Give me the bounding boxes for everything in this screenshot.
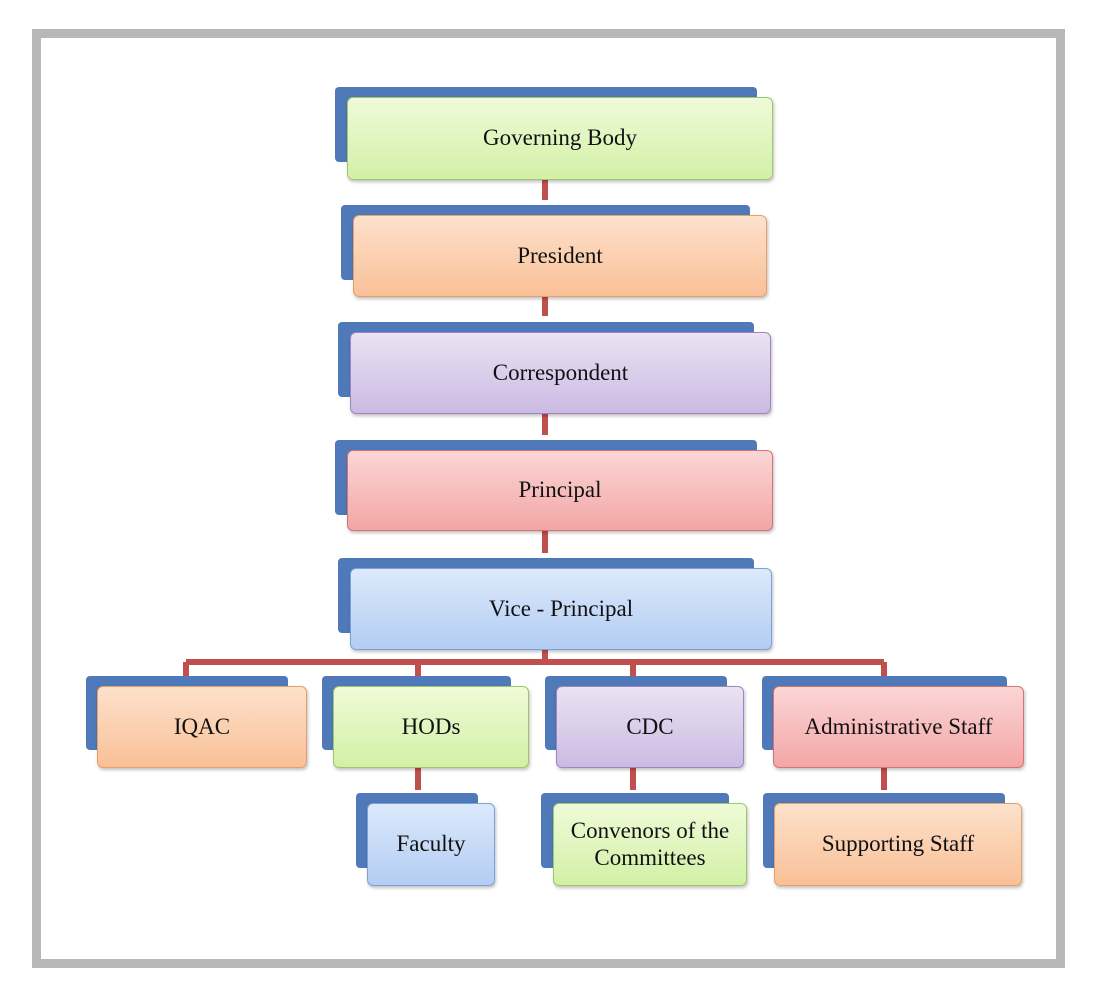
faculty-box: Faculty <box>367 803 495 886</box>
principal-box: Principal <box>347 450 773 531</box>
iqac-label: IQAC <box>173 713 231 739</box>
supporting-staff-label: Supporting Staff <box>821 831 975 857</box>
administrative-staff-label: Administrative Staff <box>804 713 993 739</box>
governing-body-label: Governing Body <box>483 125 637 151</box>
president-label: President <box>517 242 603 268</box>
hods-label: HODs <box>401 713 461 739</box>
convenors-label: Convenors of the Committees <box>570 818 730 870</box>
iqac-box: IQAC <box>97 686 307 768</box>
vice-principal-box: Vice - Principal <box>350 568 772 650</box>
faculty-label: Faculty <box>396 831 466 857</box>
president-box: President <box>353 215 767 297</box>
cdc-label: CDC <box>626 713 674 739</box>
vice-principal-label: Vice - Principal <box>488 595 634 621</box>
correspondent-box: Correspondent <box>350 332 771 414</box>
supporting-staff-box: Supporting Staff <box>774 803 1022 886</box>
convenors-box: Convenors of the Committees <box>553 803 747 886</box>
principal-label: Principal <box>518 477 602 503</box>
hods-box: HODs <box>333 686 529 768</box>
correspondent-label: Correspondent <box>492 359 629 385</box>
administrative-staff-box: Administrative Staff <box>773 686 1024 768</box>
cdc-box: CDC <box>556 686 744 768</box>
governing-body-box: Governing Body <box>347 97 773 180</box>
